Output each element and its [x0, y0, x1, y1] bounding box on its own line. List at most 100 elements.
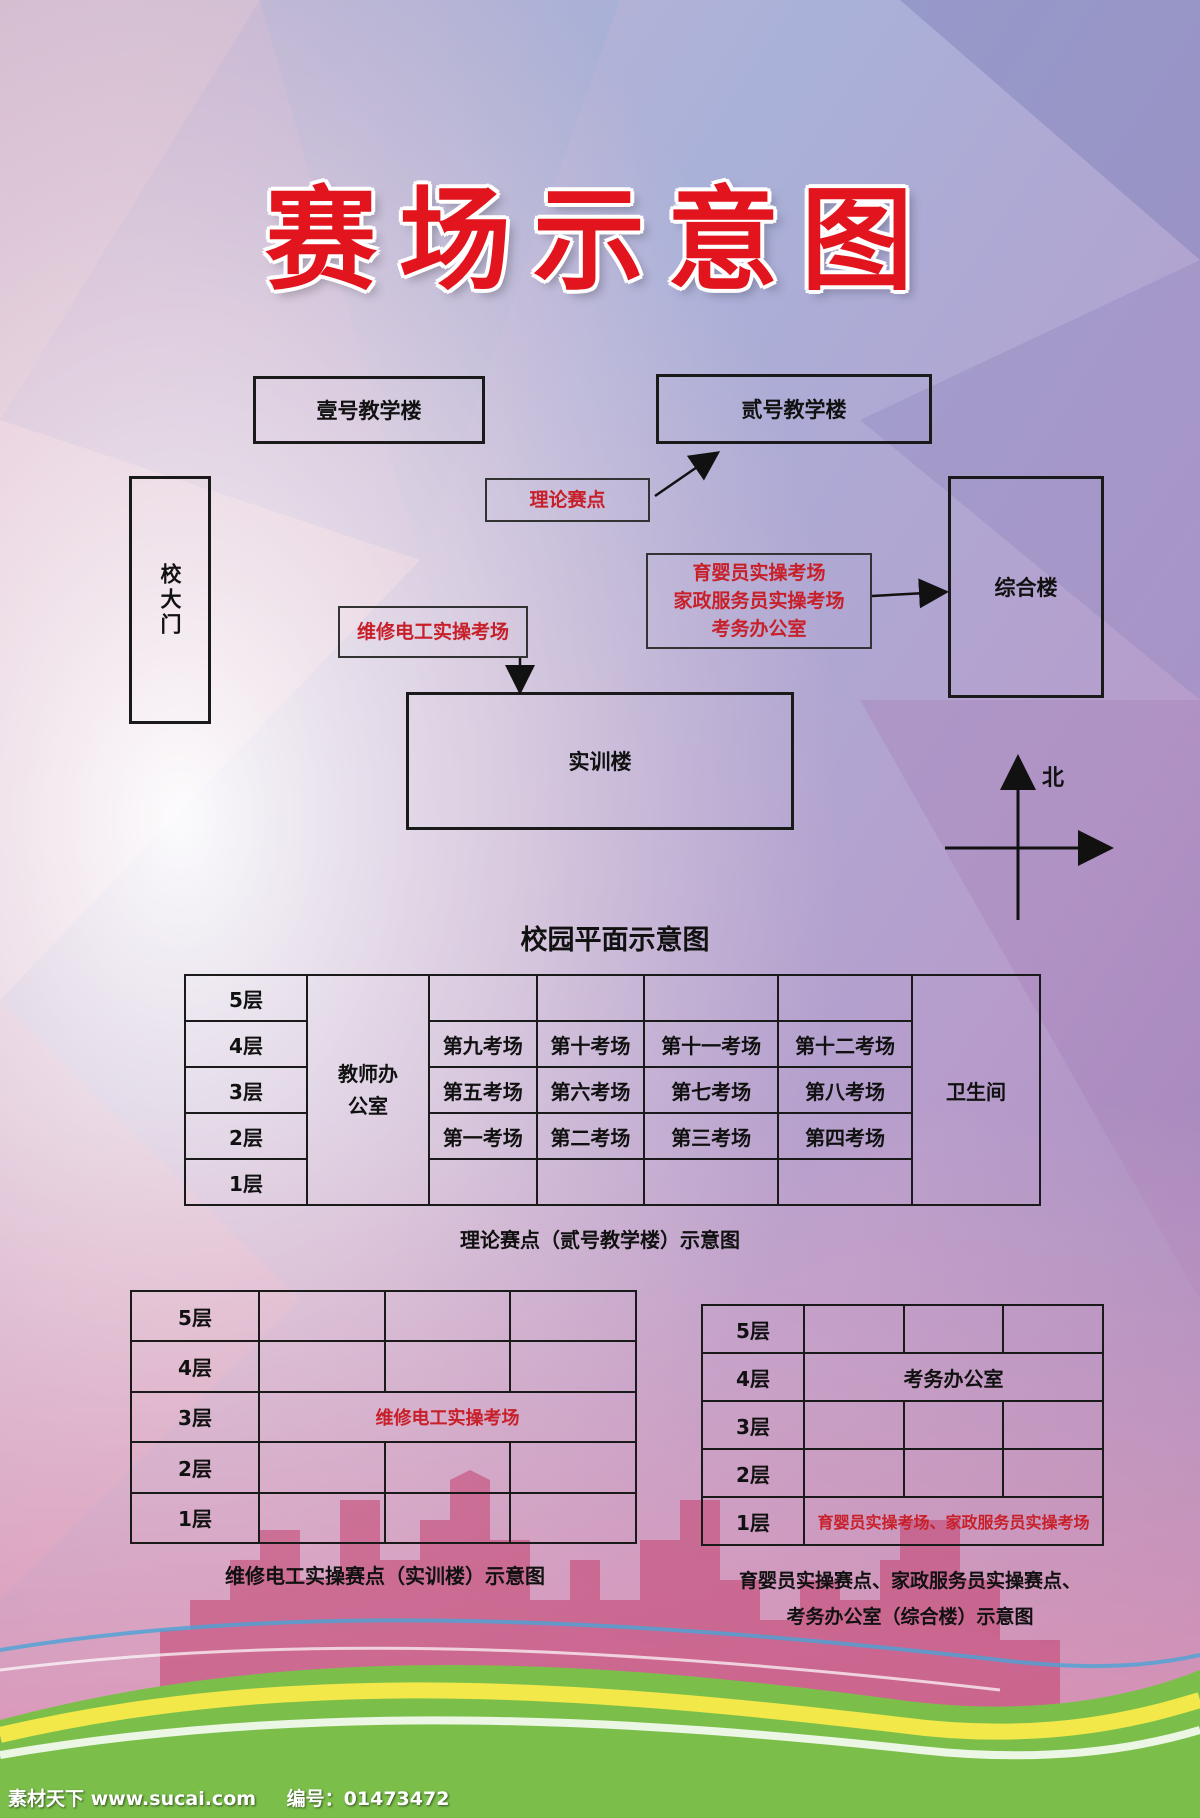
room-cell	[643, 974, 780, 1022]
floor-1: 1层	[701, 1496, 805, 1546]
theory-floor-table: 5层 教师办公室 卫生间 4层 第九考场 第十考场 第十一考场 第十二考场 3层…	[184, 974, 1041, 1206]
training-floor-table: 5层 4层 3层 维修电工实操考场 2层 1层	[130, 1289, 637, 1545]
room-cell	[803, 1304, 905, 1354]
room-cell	[383, 1441, 512, 1494]
room-3: 第三考场	[643, 1112, 780, 1160]
table-row: 2层 第一考场 第二考场 第三考场 第四考场	[184, 1112, 1040, 1160]
floor-1: 1层	[184, 1158, 308, 1206]
table-row: 4层 第九考场 第十考场 第十一考场 第十二考场	[184, 1020, 1040, 1068]
room-8: 第八考场	[777, 1066, 913, 1114]
school-gate: 校大门	[129, 476, 211, 724]
floor-2: 2层	[184, 1112, 308, 1160]
teacher-office: 教师办公室	[306, 974, 430, 1206]
watermark-site: 素材天下 www.sucai.com	[8, 1788, 257, 1810]
table-row: 5层	[130, 1289, 637, 1343]
map-arrows	[505, 451, 1114, 920]
room-11: 第十一考场	[643, 1020, 780, 1068]
floor-3: 3层	[184, 1066, 308, 1114]
floor-4: 4层	[130, 1340, 260, 1393]
theory-label: 理论赛点	[485, 478, 650, 522]
room-cell	[777, 974, 913, 1022]
room-cell	[535, 1158, 646, 1206]
room-cell	[509, 1289, 637, 1343]
room-cell	[1002, 1400, 1104, 1450]
room-cell	[902, 1304, 1005, 1354]
electrician-label: 维修电工实操考场	[338, 606, 528, 658]
room-cell	[258, 1289, 386, 1343]
room-6: 第六考场	[535, 1066, 646, 1114]
table-row: 3层	[701, 1400, 1104, 1450]
table-row: 2层	[130, 1441, 637, 1494]
theory-caption: 理论赛点（贰号教学楼）示意图	[460, 1228, 740, 1252]
floor-3: 3层	[130, 1390, 260, 1444]
room-cell	[535, 974, 646, 1022]
room-4: 第四考场	[777, 1112, 913, 1160]
complex-building: 综合楼	[948, 476, 1104, 698]
table-row: 1层	[184, 1158, 1040, 1206]
room-5: 第五考场	[428, 1066, 538, 1114]
childcare-label: 育婴员实操考场 家政服务员实操考场 考务办公室	[646, 553, 872, 649]
complex-floor-table: 5层 4层 考务办公室 3层 2层 1层 育婴员实操考场、家政服务员实操考场	[701, 1304, 1104, 1546]
childcare-label-line3: 考务办公室	[711, 618, 807, 640]
campus-caption: 校园平面示意图	[520, 925, 710, 956]
restroom: 卫生间	[911, 974, 1041, 1206]
room-cell	[902, 1448, 1005, 1498]
table-row: 1层	[130, 1491, 637, 1545]
watermark: 素材天下 www.sucai.com 编号：01473472	[8, 1784, 449, 1811]
table-row: 4层 考务办公室	[701, 1352, 1104, 1402]
floor-1: 1层	[130, 1491, 260, 1545]
electrician-room: 维修电工实操考场	[258, 1390, 637, 1444]
room-cell	[258, 1340, 386, 1393]
room-cell	[383, 1289, 512, 1343]
room-cell	[1002, 1304, 1104, 1354]
page-title: 赛场示意图	[265, 176, 935, 306]
floor-5: 5层	[130, 1289, 260, 1343]
exam-office: 考务办公室	[803, 1352, 1104, 1402]
building-1: 壹号教学楼	[253, 376, 485, 444]
floor-2: 2层	[130, 1441, 260, 1494]
training-building: 实训楼	[406, 692, 794, 830]
table-row: 1层 育婴员实操考场、家政服务员实操考场	[701, 1496, 1104, 1546]
floor-2: 2层	[701, 1448, 805, 1498]
training-caption: 维修电工实操赛点（实训楼）示意图	[225, 1564, 545, 1588]
room-cell	[383, 1340, 512, 1393]
complex-caption-line1: 育婴员实操赛点、家政服务员实操赛点、	[738, 1570, 1081, 1592]
childcare-label-line2: 家政服务员实操考场	[673, 590, 845, 612]
building-2: 贰号教学楼	[656, 374, 932, 444]
room-cell	[383, 1491, 512, 1545]
room-cell	[509, 1340, 637, 1393]
table-row: 2层	[701, 1448, 1104, 1498]
room-1: 第一考场	[428, 1112, 538, 1160]
complex-caption-line2: 考务办公室（综合楼）示意图	[786, 1606, 1034, 1628]
room-2: 第二考场	[535, 1112, 646, 1160]
floor-5: 5层	[701, 1304, 805, 1354]
room-cell	[803, 1448, 905, 1498]
floor-3: 3层	[701, 1400, 805, 1450]
room-cell	[643, 1158, 780, 1206]
room-cell	[803, 1400, 905, 1450]
floor-4: 4层	[701, 1352, 805, 1402]
table-row: 3层 第五考场 第六考场 第七考场 第八考场	[184, 1066, 1040, 1114]
table-row: 4层	[130, 1340, 637, 1393]
room-cell	[258, 1491, 386, 1545]
room-12: 第十二考场	[777, 1020, 913, 1068]
room-cell	[428, 974, 538, 1022]
arrow-childcare	[871, 578, 949, 609]
table-row: 5层	[701, 1304, 1104, 1354]
room-7: 第七考场	[643, 1066, 780, 1114]
watermark-id: 编号：01473472	[286, 1788, 450, 1810]
room-cell	[777, 1158, 913, 1206]
room-cell	[428, 1158, 538, 1206]
room-cell	[258, 1441, 386, 1494]
room-cell	[902, 1400, 1005, 1450]
room-9: 第九考场	[428, 1020, 538, 1068]
table-row: 3层 维修电工实操考场	[130, 1390, 637, 1444]
floor-5: 5层	[184, 974, 308, 1022]
childcare-label-line1: 育婴员实操考场	[692, 562, 826, 584]
room-cell	[509, 1491, 637, 1545]
table-row: 5层 教师办公室 卫生间	[184, 974, 1041, 1206]
room-cell	[1002, 1448, 1104, 1498]
compass-north-label: 北	[1042, 766, 1065, 791]
floor-4: 4层	[184, 1020, 308, 1068]
arrow-theory	[654, 451, 721, 498]
